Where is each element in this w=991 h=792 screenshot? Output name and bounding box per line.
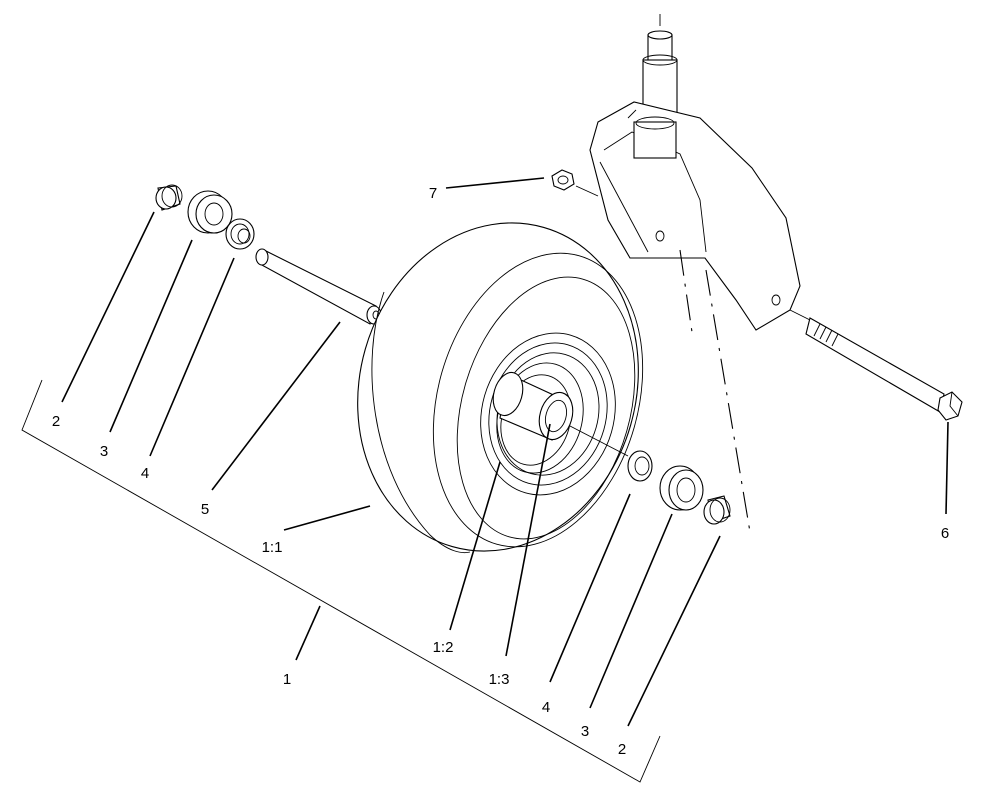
axle-bolt [789,309,963,421]
label-axle-bolt: 6 [941,525,949,542]
leader-lines [61,177,949,727]
leader-left-bearing [149,257,235,457]
label-left-seal: 3 [100,443,108,460]
assembly-bracket [21,379,661,783]
label-right-bearing: 4 [542,699,550,716]
left-seal [187,190,233,234]
left-spacer [155,184,183,211]
label-right-seal: 3 [581,723,589,740]
leader-assembly [295,605,321,661]
leader-axle-bolt [945,421,949,515]
label-right-spacer: 2 [618,741,626,758]
right-spacer [703,495,731,525]
leader-right-spacer [627,535,721,727]
leader-left-spacer [61,211,155,403]
label-left-spacer: 2 [52,413,60,430]
wheel-assembly [357,222,644,554]
axle-centerline [569,425,629,457]
leader-axle-tube [211,321,341,491]
lock-nut [551,169,599,197]
right-bearing [627,450,653,482]
label-tire: 1:1 [262,539,283,556]
leader-wheel-rim [449,461,501,631]
leader-left-seal [109,239,193,433]
right-seal [659,465,704,511]
leader-right-seal [589,513,673,709]
left-bearing [225,218,255,250]
label-assembly: 1 [283,671,291,688]
leader-right-bearing [549,493,631,683]
leader-lock-nut [445,177,545,189]
leader-tire [283,505,371,531]
leader-hub-sleeve [505,423,551,657]
label-wheel-rim: 1:2 [433,639,454,656]
fork-centerline-left [679,249,693,333]
caster-fork [589,14,801,331]
label-lock-nut: 7 [429,185,437,202]
label-axle-tube: 5 [201,501,209,518]
label-hub-sleeve: 1:3 [489,671,510,688]
axle-tube [255,248,382,325]
label-left-bearing: 4 [141,465,149,482]
